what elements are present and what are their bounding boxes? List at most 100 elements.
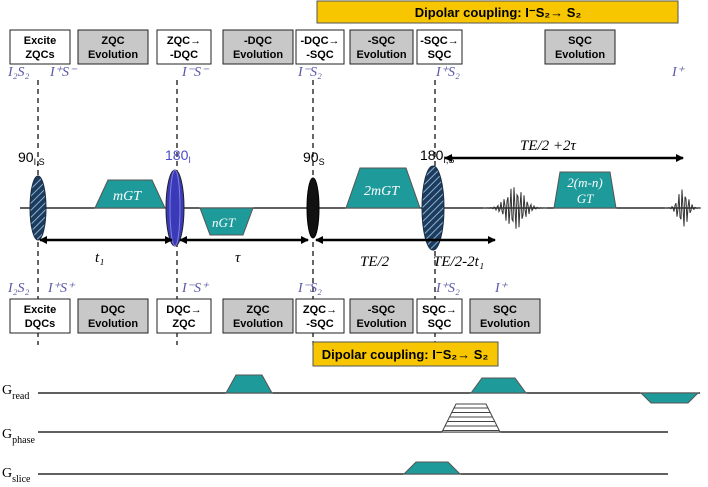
mn-gradient (553, 171, 617, 209)
read-grad-3 (639, 392, 700, 404)
excite-dqcs-line-0: Excite (24, 304, 56, 316)
zqc-evolution-bottom-line-0: ZQC (246, 304, 269, 316)
pulse-180i (165, 169, 185, 247)
op-iz-sz-2-b: I⁻S₂ (297, 281, 322, 296)
dqc-to-zqc-line-0: DQC→ (166, 304, 201, 316)
zqc-to-dqc-line-1: -DQC (170, 49, 198, 61)
sqc-evolution-bottom-box: SQC Evolution (469, 298, 541, 334)
mgt-gradient (94, 179, 166, 209)
neg-sqc-evolution-bottom-line-0: -SQC (368, 304, 396, 316)
slice-grad (402, 461, 462, 475)
second-echo (665, 189, 701, 227)
top-banner-text: Dipolar coupling: I⁻S₂→ S₂ (415, 5, 582, 20)
dqc-to-sqc-line-0: -DQC→ (300, 35, 339, 47)
dqc-evolution-box: DQC Evolution (77, 298, 149, 334)
excite-dqcs-line-1: DQCs (25, 318, 56, 330)
dqc-to-zqc-line-1: ZQC (172, 318, 195, 330)
delay-arrows: t₁ τ TE/2 TE/2-2t₁ (39, 236, 496, 270)
op-im-sp-b: I⁻S⁺ (181, 281, 210, 296)
op-ip-b: I⁺ (494, 281, 509, 296)
neg-sqc-evolution-line-1: Evolution (356, 49, 406, 61)
pulse-180i-label: 180I (165, 147, 191, 165)
gradient-channels: Gread Gphase Gslice (2, 374, 700, 485)
sqc-evolution-top-box: SQC Evolution (544, 29, 616, 65)
zqc-to-sqc-box: ZQC→ -SQC (295, 298, 345, 334)
op-ip-sz: I⁺S₂ (435, 65, 460, 80)
excite-zqcs-line-1: ZQCs (25, 49, 54, 61)
sqc-evolution-bottom-line-0: SQC (493, 304, 517, 316)
top-coherence-boxes: ExciteZQCsZQCEvolutionZQC→-DQC-DQCEvolut… (9, 29, 616, 65)
bottom-operators: I₂S₂ I⁺S⁺ I⁻S⁺ I⁻S₂ I⁺S₂ I⁺ (7, 281, 509, 296)
mn-label-1: 2(m-n) (567, 175, 602, 190)
read-grad-2 (470, 377, 527, 394)
dqc-evolution-line-0: DQC (101, 304, 126, 316)
ngt-label: nGT (212, 215, 236, 230)
op-im-sm: I⁻S⁻ (181, 65, 210, 80)
pulse-180is (421, 165, 445, 251)
sqc-to-sqc-bottom-box: SQC→SQC (416, 298, 463, 334)
gslice-label: Gslice (2, 466, 31, 485)
t1-label: t₁ (95, 250, 104, 266)
te2-label: TE/2 (360, 254, 390, 270)
neg-dqc-evolution-box: -DQC Evolution (222, 29, 294, 65)
sqc-to-sqc-line-1: SQC (428, 49, 452, 61)
bottom-banner-text: Dipolar coupling: I⁻S₂→ S₂ (322, 347, 489, 362)
sqc-to-sqc-bottom-line-1: SQC (428, 318, 452, 330)
op-ip: I⁺ (671, 65, 686, 80)
gphase-label: Gphase (2, 427, 35, 446)
top-operators: I₂S₂ I⁺S⁻ I⁻S⁻ I⁻S₂ I⁺S₂ I⁺ (7, 65, 686, 80)
sqc-evolution-top-line-0: SQC (568, 35, 592, 47)
te2-minus-label: TE/2-2t₁ (433, 254, 484, 270)
mgt-label: mGT (113, 189, 142, 204)
pulse-90is (29, 175, 47, 241)
te2-plus-arrow: TE/2 +2τ (444, 138, 684, 162)
zqc-to-dqc-box: ZQC→ -DQC (156, 29, 212, 65)
pulse-90is-label: 90I,S (18, 149, 45, 167)
ngt-gradient (199, 207, 254, 236)
op-ip-sm: I⁺S⁻ (49, 65, 78, 80)
gread-label: Gread (2, 383, 29, 402)
sqc-evolution-top-line-1: Evolution (555, 49, 605, 61)
op-ip-sp-b: I⁺S⁺ (47, 281, 76, 296)
twomgt-gradient (345, 167, 421, 209)
zqc-to-dqc-line-0: ZQC→ (167, 35, 201, 47)
zqc-evolution-bottom-box: ZQC Evolution (222, 298, 294, 334)
neg-dqc-evolution-line-0: -DQC (244, 35, 272, 47)
dqc-to-sqc-line-1: -SQC (306, 49, 334, 61)
mn-label-2: GT (577, 191, 594, 206)
dqc-evolution-line-1: Evolution (88, 318, 138, 330)
dqc-to-sqc-box: -DQC→ -SQC (295, 29, 345, 65)
sqc-evolution-bottom-line-1: Evolution (480, 318, 530, 330)
rf-pulses (29, 165, 445, 251)
pulse-90s (306, 177, 320, 239)
neg-sqc-evolution-box: -SQC Evolution (349, 29, 414, 65)
read-grad-1 (225, 374, 273, 394)
pulse-180is-label: 180I,S (420, 147, 454, 165)
twomgt-label: 2mGT (364, 184, 400, 199)
sqc-to-sqc-line-0: -SQC→ (420, 35, 459, 47)
tau-label: τ (235, 250, 241, 266)
zqc-to-sqc-line-1: -SQC (306, 318, 334, 330)
op-iz-sz: I₂S₂ (7, 65, 30, 80)
excite-zqcs-line-0: Excite (24, 35, 56, 47)
zqc-evolution-line-0: ZQC (101, 35, 124, 47)
pulse-labels: 90I,S 180I 90S 180I,S (18, 147, 454, 167)
op-ip-sz-b: I⁺S₂ (435, 281, 460, 296)
sqc-to-sqc-box: -SQC→ SQC (416, 29, 463, 65)
op-im-sz: I⁻S₂ (297, 65, 322, 80)
phase-encode-table (441, 403, 501, 433)
zqc-to-sqc-line-0: ZQC→ (303, 304, 337, 316)
pulse-90s-label: 90S (303, 149, 325, 167)
rf-line-gradients: mGT nGT 2mGT 2(m-n) GT (94, 167, 617, 236)
echo-signals (483, 187, 701, 229)
zqc-evolution-bottom-line-1: Evolution (233, 318, 283, 330)
neg-sqc-evolution-line-0: -SQC (368, 35, 396, 47)
first-echo (483, 187, 547, 229)
neg-dqc-evolution-line-1: Evolution (233, 49, 283, 61)
